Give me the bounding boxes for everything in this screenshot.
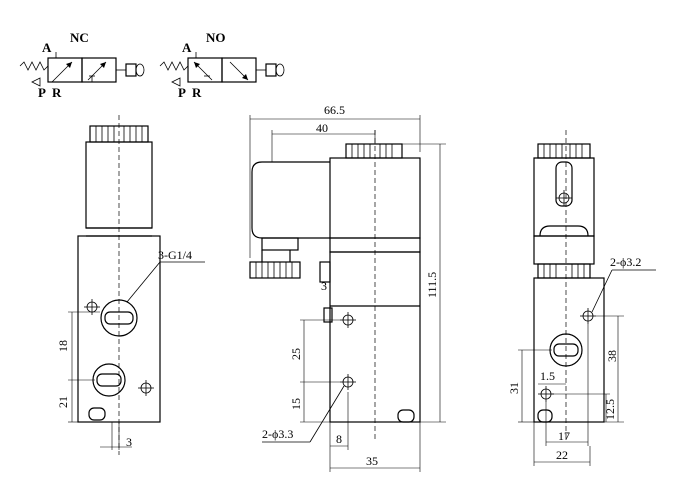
- no-solenoid: [265, 63, 277, 77]
- end-view: 2-ϕ3.2 38 12.5 31 1.5 17 22: [507, 130, 656, 466]
- front-view: 3-G1/4 18 21 3: [56, 115, 205, 455]
- no-box-left: [187, 57, 223, 83]
- end-dim-31: 31: [507, 382, 521, 394]
- side-dim-25: 25: [289, 348, 303, 360]
- side-dim-111-5: 111.5: [425, 272, 439, 298]
- end-dim-17: 17: [558, 429, 570, 443]
- no-title: NO: [206, 30, 226, 45]
- front-dim-3: 3: [126, 435, 132, 449]
- side-dim-40: 40: [316, 121, 328, 135]
- nc-solenoid: [125, 63, 137, 77]
- end-dim-1-5: 1.5: [540, 369, 555, 383]
- side-connector: [251, 161, 330, 239]
- front-port-lower: [92, 363, 126, 397]
- end-hole-callout: 2-ϕ3.2: [610, 255, 641, 269]
- nc-port-r: R: [52, 85, 62, 100]
- front-dim-21: 21: [56, 396, 70, 408]
- nc-box-right: [81, 57, 117, 83]
- no-symbol: NO A P R: [159, 30, 285, 100]
- side-dim-3: 3: [321, 279, 327, 293]
- nc-port-a: A: [42, 40, 52, 55]
- no-port-p: P: [178, 85, 186, 100]
- side-cable-gland: [249, 261, 301, 279]
- side-dim-66-5: 66.5: [324, 103, 345, 117]
- no-box-right: [221, 57, 257, 83]
- side-dim-35: 35: [366, 454, 378, 468]
- side-knob: [345, 143, 403, 159]
- no-port-r: R: [192, 85, 202, 100]
- side-view: 66.5 40 111.5 3 25 15 2-ϕ3.3 8 35: [249, 103, 446, 472]
- nc-title: NC: [70, 30, 89, 45]
- no-port-a: A: [182, 40, 192, 55]
- front-dim-18: 18: [56, 340, 70, 352]
- nc-symbol: NC A P R: [19, 30, 145, 100]
- front-port-callout: 3-G1/4: [158, 248, 192, 262]
- side-hole-callout: 2-ϕ3.3: [262, 427, 293, 441]
- end-dim-22: 22: [556, 448, 568, 462]
- side-dim-15: 15: [289, 398, 303, 410]
- end-dim-12-5: 12.5: [603, 399, 617, 420]
- nc-port-p: P: [38, 85, 46, 100]
- end-dim-38: 38: [605, 350, 619, 362]
- side-dim-8: 8: [336, 432, 342, 446]
- nc-box-left: [47, 57, 83, 83]
